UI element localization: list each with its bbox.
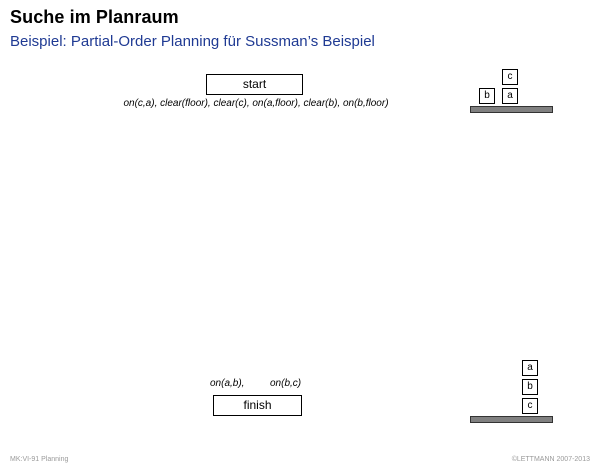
slide-title: Suche im Planraum — [10, 7, 179, 27]
finish-action-box: finish — [213, 395, 302, 416]
finish-precondition-1: on(a,b), — [210, 378, 245, 389]
start-action-box: start — [206, 74, 303, 95]
table-goal — [470, 416, 553, 423]
slide-subtitle: Beispiel: Partial-Order Planning für Sus… — [10, 33, 375, 50]
block-b-initial: b — [479, 88, 495, 104]
start-effects: on(c,a), clear(floor), clear(c), on(a,fl… — [123, 98, 389, 109]
block-c-initial: c — [502, 69, 518, 85]
block-a-goal: a — [522, 360, 538, 376]
footer-left: MK:VI-91 Planning — [10, 456, 69, 463]
footer-right: ©LETTMANN 2007-2013 — [511, 456, 590, 463]
block-a-initial: a — [502, 88, 518, 104]
block-c-goal: c — [522, 398, 538, 414]
table-initial — [470, 106, 553, 113]
block-b-goal: b — [522, 379, 538, 395]
finish-precondition-2: on(b,c) — [270, 378, 302, 389]
